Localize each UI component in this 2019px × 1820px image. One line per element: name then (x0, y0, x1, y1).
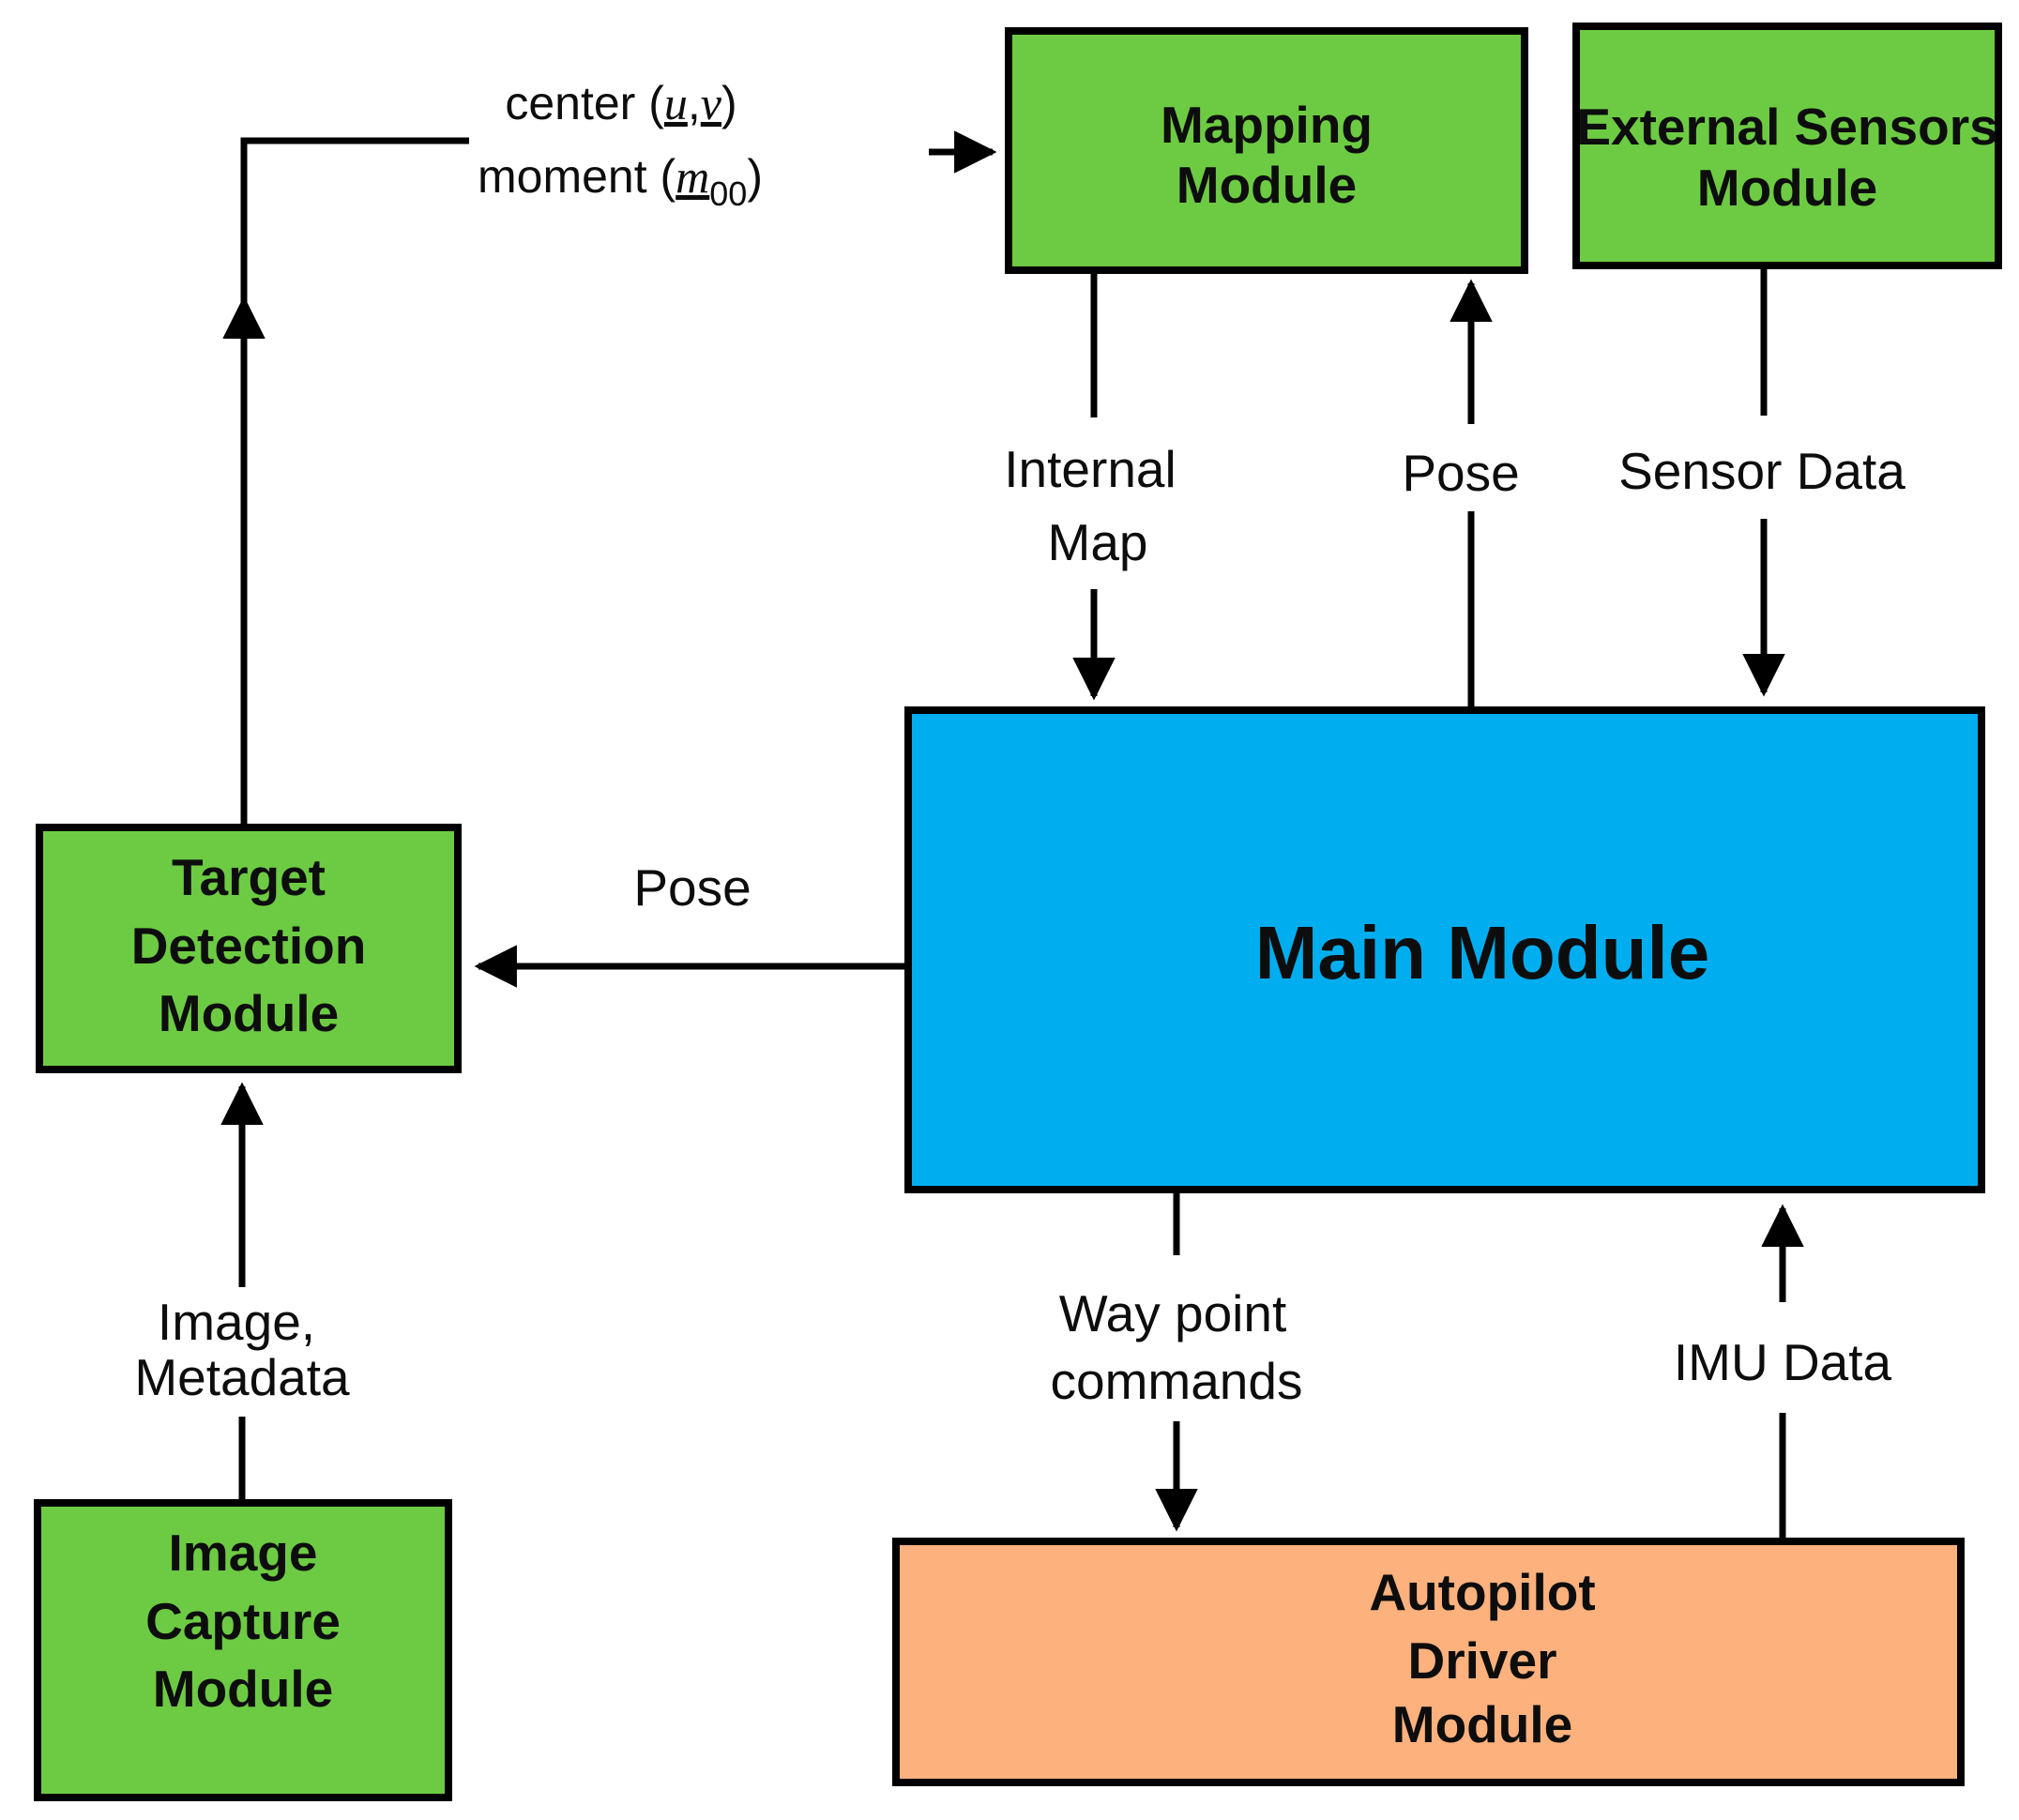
image-capture-rect (34, 1499, 452, 1801)
sensor-data-label: Sensor Data (1618, 442, 1905, 500)
autopilot-driver-module-box: Autopilot Driver Module (892, 1538, 1965, 1786)
autopilot-label-line1: Autopilot (1369, 1563, 1595, 1621)
mapping-module-label-line2: Module (1176, 156, 1357, 214)
internal-map-label-line1: Internal (1004, 440, 1176, 498)
main-module-box: Main Module (904, 706, 1985, 1193)
target-detection-label-line2: Detection (131, 917, 367, 975)
image-metadata-label-line2: Metadata (134, 1348, 350, 1406)
image-metadata-label-line1: Image, (158, 1293, 315, 1351)
pose-to-mapping-label: Pose (1402, 444, 1519, 502)
target-detection-label-line3: Module (159, 984, 339, 1042)
external-sensors-module-box: External Sensors Module (1572, 23, 2002, 269)
image-capture-label-line3: Module (153, 1660, 333, 1718)
main-module-rect (904, 706, 1985, 1193)
autopilot-driver-rect (892, 1538, 1965, 1786)
target-detection-module-box: Target Detection Module (36, 824, 462, 1073)
mapping-module-rect (1005, 27, 1528, 274)
main-module-label: Main Module (1255, 911, 1709, 994)
waypoint-commands-label-line1: Way point (1059, 1284, 1287, 1342)
autopilot-label-line2: Driver (1408, 1631, 1557, 1690)
image-capture-label-line1: Image (169, 1524, 318, 1582)
image-capture-label-line2: Capture (145, 1592, 341, 1650)
autopilot-label-line3: Module (1392, 1695, 1572, 1753)
internal-map-label-line2: Map (1048, 513, 1148, 571)
mapping-module-box: Mapping Module (1005, 27, 1528, 274)
center-annotation-line1: center (u,v) (505, 77, 736, 129)
external-sensors-module-rect (1572, 23, 2002, 269)
pose-to-target-label: Pose (633, 858, 751, 917)
waypoint-commands-label-line2: commands (1051, 1352, 1303, 1410)
mapping-module-label-line1: Mapping (1161, 96, 1373, 154)
external-sensors-label-line2: Module (1697, 159, 1877, 217)
imu-data-label: IMU Data (1674, 1333, 1892, 1391)
center-moment-annotation: center (u,v) moment (m00) (478, 77, 763, 213)
target-detection-rect (36, 824, 462, 1073)
moment-annotation-line2: moment (m00) (478, 150, 763, 213)
external-sensors-label-line1: External Sensors (1576, 98, 1997, 156)
target-detection-label-line1: Target (172, 848, 326, 906)
arrow-target-to-mapping-path (240, 137, 469, 827)
image-capture-module-box: Image Capture Module (34, 1499, 452, 1801)
